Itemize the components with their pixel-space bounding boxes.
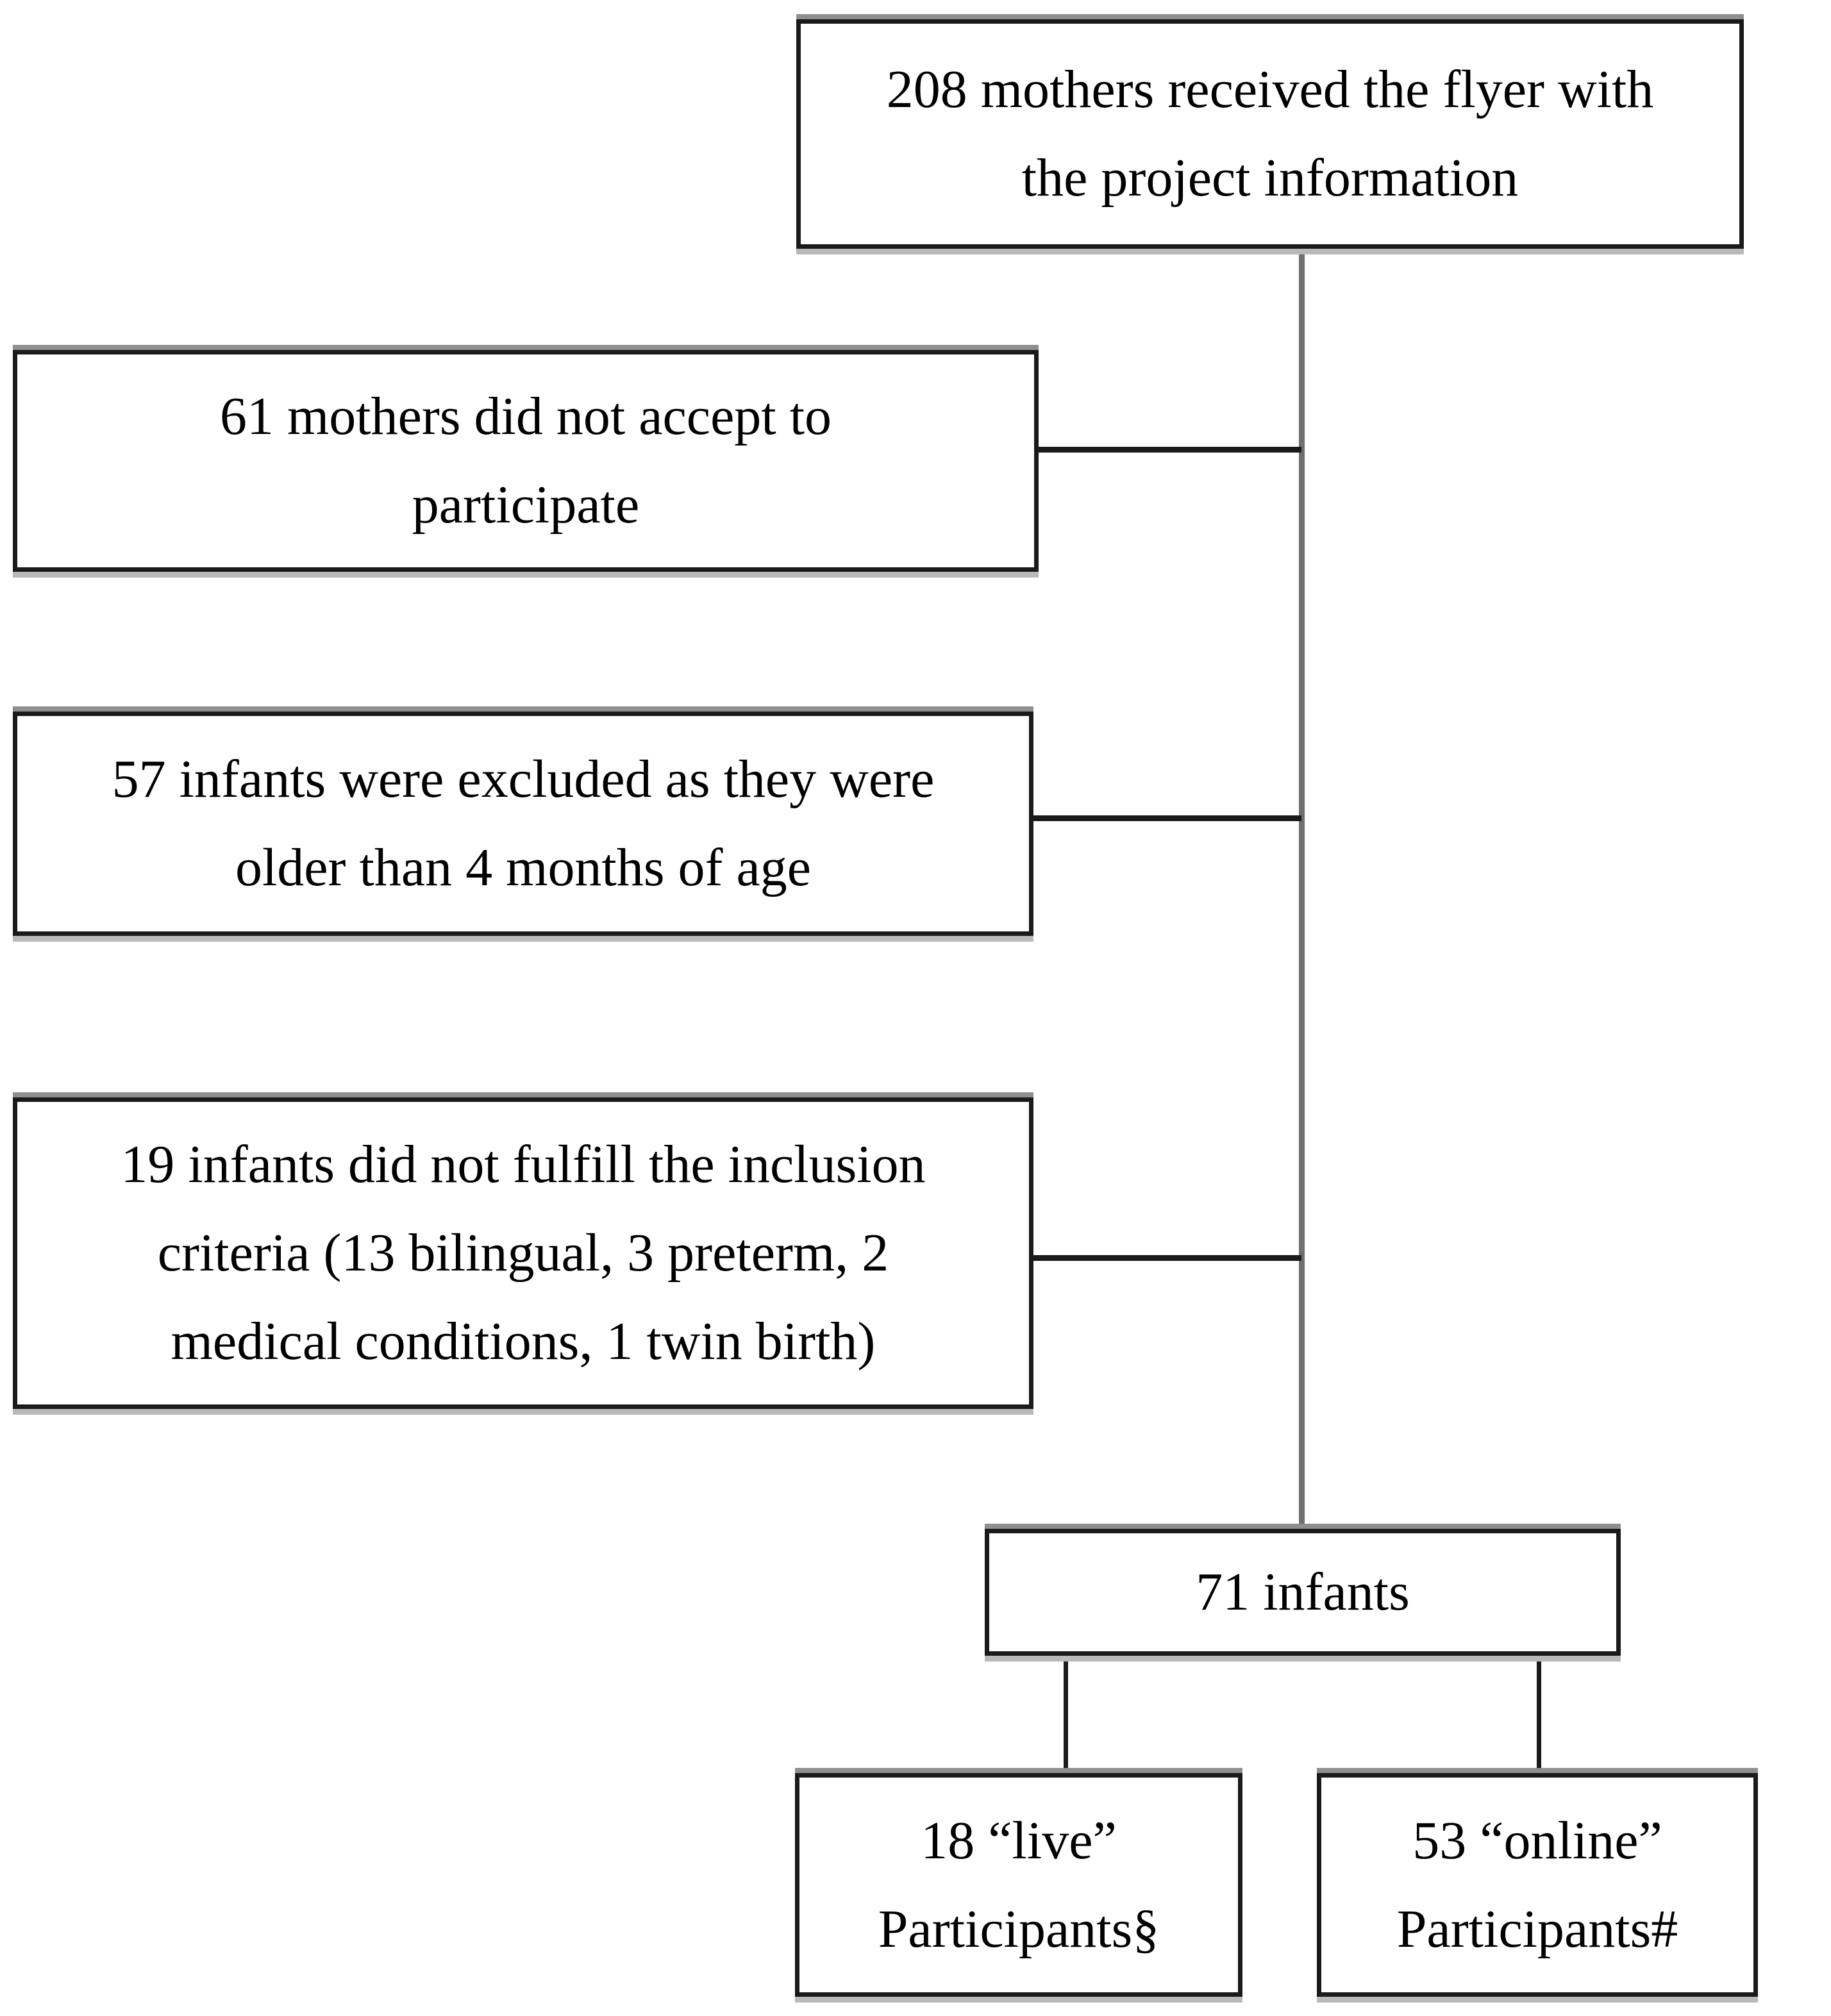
box-flyer-line-2: the project information: [1021, 148, 1519, 208]
box-71-infants: 71 infants: [985, 1529, 1621, 1656]
box-live-line-2: Participants§: [878, 1899, 1160, 1959]
box-online-line-1: 53 “online”: [1412, 1810, 1662, 1870]
box-flyer-line-1: 208 mothers received the flyer with: [886, 60, 1654, 119]
box-excluded-age-line-2: older than 4 months of age: [235, 838, 812, 897]
box-inclusion-criteria-line-1: 19 infants did not fulfill the inclusion: [121, 1135, 926, 1194]
connector-online-branch: [1537, 1654, 1541, 1773]
box-not-accept-line-1: 61 mothers did not accept to: [219, 387, 832, 446]
trunk-connector-line: [1299, 247, 1305, 1532]
box-inclusion-criteria: 19 infants did not fulfill the inclusion…: [13, 1097, 1033, 1409]
connector-excluded-age: [1031, 815, 1301, 821]
box-not-accept-line-2: participate: [412, 475, 640, 535]
box-inclusion-criteria-line-3: medical conditions, 1 twin birth): [171, 1312, 876, 1371]
connector-live-branch: [1064, 1654, 1068, 1773]
box-mothers-not-accept: 61 mothers did not accept to participate: [13, 350, 1039, 572]
box-71-infants-line-1: 71 infants: [1196, 1562, 1410, 1622]
connector-inclusion-criteria: [1031, 1255, 1301, 1261]
box-flyer-received: 208 mothers received the flyer with the …: [796, 19, 1744, 249]
box-online-line-2: Participants#: [1396, 1899, 1678, 1959]
box-infants-excluded-age: 57 infants were excluded as they were ol…: [13, 712, 1033, 936]
box-online-participants: 53 “online” Participants#: [1317, 1773, 1758, 1997]
box-inclusion-criteria-line-2: criteria (13 bilingual, 3 preterm, 2: [157, 1223, 889, 1283]
connector-not-accept: [1036, 447, 1301, 453]
box-excluded-age-line-1: 57 infants were excluded as they were: [112, 749, 935, 809]
box-live-participants: 18 “live” Participants§: [795, 1773, 1242, 1997]
box-live-line-1: 18 “live”: [921, 1810, 1117, 1870]
